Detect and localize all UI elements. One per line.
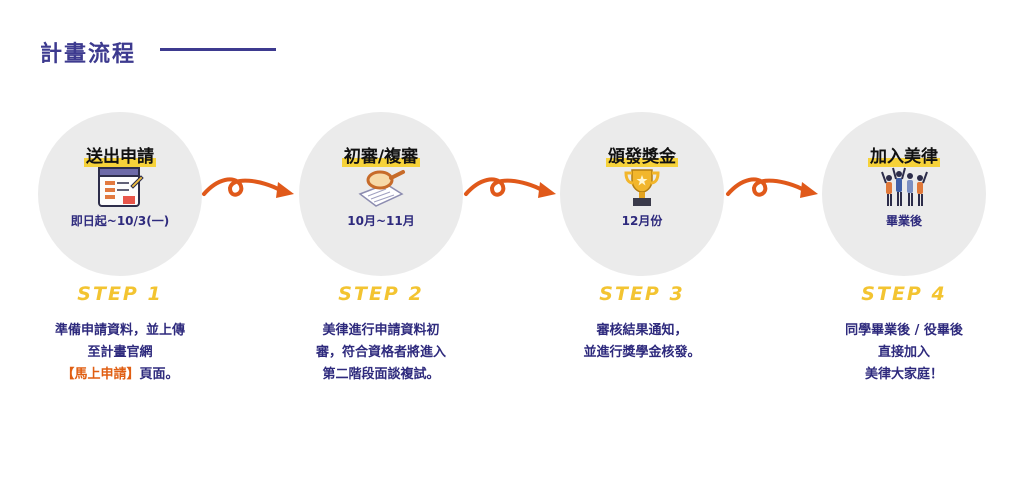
step-1-label: STEP 1 — [77, 283, 163, 305]
step-1-name: 送出申請 — [84, 147, 156, 167]
step-3-date: 12月份 — [621, 214, 663, 228]
arrow-1-icon — [202, 177, 294, 198]
step-3-name: 頒發獎金 — [606, 147, 678, 167]
title-rule — [160, 48, 276, 51]
apply-now-link[interactable]: 【馬上申請】 — [61, 367, 140, 382]
step-3-desc-line: 審核結果通知， — [596, 323, 688, 338]
step-4-desc-line: 美律大家庭！ — [864, 367, 943, 382]
step-4-name: 加入美律 — [868, 147, 940, 167]
celebrating-people-icon — [879, 166, 929, 210]
step-1-description: 準備申請資料，並上傳 至計畫官網 【馬上申請】頁面。 — [0, 320, 240, 386]
step-1-desc-tail: 頁面。 — [139, 367, 179, 382]
step-4-circle: 加入美律 畢業後 — [822, 112, 986, 276]
step-2-name: 初審/複審 — [341, 147, 421, 167]
step-4-description: 同學畢業後 / 役畢後 直接加入 美律大家庭！ — [784, 320, 1024, 386]
step-4-date: 畢業後 — [885, 214, 922, 228]
step-1-circle: 送出申請 即日起~10/3(一) — [38, 112, 202, 276]
step-2-desc-line: 美律進行申請資料初 — [322, 323, 440, 338]
step-2-desc-line: 審，符合資格者將進入 — [315, 345, 446, 360]
step-2-desc-line: 第二階段面談複試。 — [322, 367, 440, 382]
step-2-label: STEP 2 — [338, 283, 424, 305]
step-3-label: STEP 3 — [599, 283, 685, 305]
arrow-3-icon — [726, 177, 818, 198]
step-1-desc-line: 準備申請資料，並上傳 — [54, 323, 185, 338]
step-4-desc-line: 同學畢業後 / 役畢後 — [845, 323, 963, 338]
step-2-date: 10月~11月 — [347, 214, 415, 228]
step-1-date: 即日起~10/3(一) — [70, 214, 170, 228]
step-1-desc-line: 至計畫官網 — [87, 345, 153, 360]
step-3-circle: 頒發獎金 12月份 — [560, 112, 724, 276]
application-form-icon — [95, 166, 145, 210]
step-2-description: 美律進行申請資料初 審，符合資格者將進入 第二階段面談複試。 — [261, 320, 501, 386]
trophy-icon — [617, 166, 667, 210]
section-title: 計畫流程 — [40, 42, 137, 67]
step-3-description: 審核結果通知， 並進行獎學金核發。 — [522, 320, 762, 364]
step-4-label: STEP 4 — [861, 283, 947, 305]
step-3-desc-line: 並進行獎學金核發。 — [583, 345, 701, 360]
arrow-2-icon — [464, 177, 556, 198]
magnifier-document-icon — [356, 166, 406, 210]
step-2-circle: 初審/複審 10月~11月 — [299, 112, 463, 276]
step-4-desc-line: 直接加入 — [877, 345, 930, 360]
